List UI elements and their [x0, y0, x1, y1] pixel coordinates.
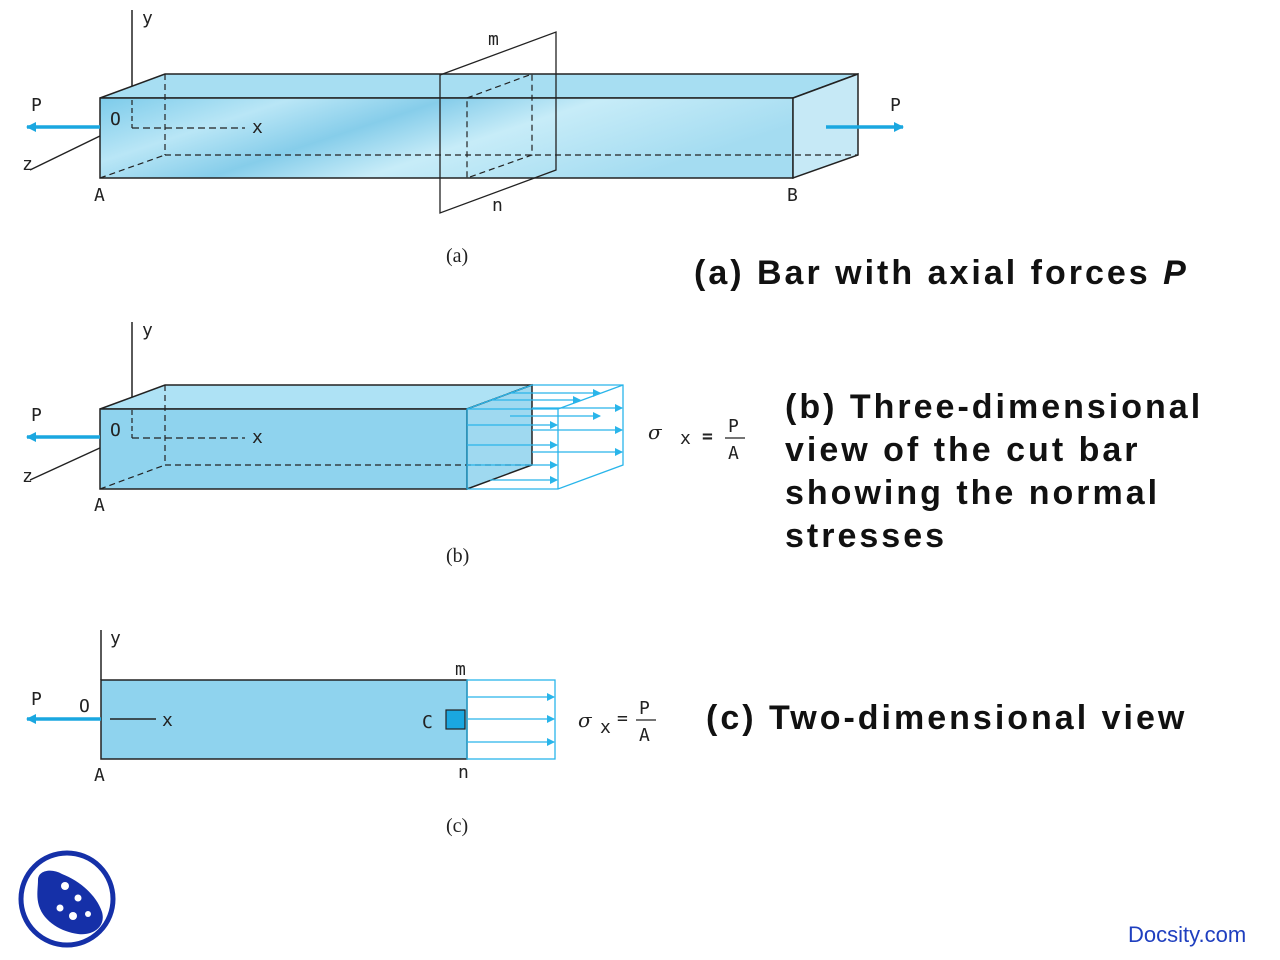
axis-y-label-c: y [110, 628, 121, 649]
description-a: (a) Bar with axial forces P [694, 252, 1189, 295]
panel-c: y O x P A m n C σ x = P A (c) [26, 628, 656, 837]
stress-block-b [466, 384, 624, 490]
axis-x-label-c: x [162, 710, 173, 731]
description-c: (c) Two-dimensional view [706, 699, 1188, 737]
plane-label-m-a: m [488, 29, 499, 50]
bar-top-face-a [99, 73, 859, 99]
description-a-italic: P [1163, 254, 1189, 292]
stress-numerator-b: P [728, 416, 739, 437]
caption-b: (b) [446, 545, 469, 567]
stress-subscript-c: x [600, 717, 611, 738]
bar-front-face-b [99, 408, 468, 490]
stress-symbol-c: σ [578, 708, 593, 732]
z-axis-b [29, 446, 103, 481]
origin-label-c: O [79, 696, 90, 717]
stress-arrows-c [467, 693, 555, 746]
stress-block-edge-b1 [557, 384, 624, 410]
force-label-right-a: P [890, 95, 901, 116]
stress-element-c [445, 709, 466, 730]
docsity-watermark[interactable]: Docsity.com [1128, 922, 1247, 947]
force-label-left-c: P [31, 689, 42, 710]
bar-front-face-a [99, 97, 794, 179]
stress-numerator-c: P [639, 698, 650, 719]
point-label-c: C [422, 712, 433, 733]
plane-label-n-c: n [458, 762, 469, 783]
description-b-line-3: showing the normal [785, 474, 1161, 512]
description-b-line-4: stresses [785, 517, 948, 555]
axis-z-label-a: z [22, 154, 33, 175]
stress-denominator-b: A [728, 443, 739, 464]
caption-c: (c) [446, 815, 468, 837]
stress-denominator-c: A [639, 725, 650, 746]
axis-x-label-b: x [252, 427, 263, 448]
plane-label-n-a: n [492, 195, 503, 216]
origin-label-b: O [110, 420, 121, 441]
end-label-a: A [94, 185, 105, 206]
plane-label-m-c: m [455, 659, 466, 680]
caption-a: (a) [446, 245, 468, 267]
stress-equals-b: = [702, 426, 713, 447]
force-label-left-a: P [31, 95, 42, 116]
end-label-b: B [787, 185, 798, 206]
stress-arrows-b [467, 389, 623, 484]
panel-a: y O x z P P A B m n (a) [22, 8, 904, 267]
force-label-left-b: P [31, 405, 42, 426]
panel-b: y O x z P A σ x = P A (b) [22, 320, 745, 567]
cut-section-a [466, 73, 533, 179]
stress-equals-c: = [617, 708, 628, 729]
axis-x-label-a: x [252, 117, 263, 138]
description-b-line-2: view of the cut bar [785, 431, 1141, 469]
end-label-a-b: A [94, 495, 105, 516]
description-b-line-1: (b) Three-dimensional [785, 388, 1204, 426]
docsity-logo-icon [18, 850, 116, 948]
stress-subscript-b: x [680, 428, 691, 449]
z-axis-a [29, 134, 103, 171]
bar-c [100, 679, 468, 760]
axis-y-label-a: y [142, 8, 153, 29]
hidden-edge-a3 [99, 154, 166, 179]
end-label-a-c: A [94, 765, 105, 786]
description-a-text: (a) Bar with axial forces [694, 254, 1164, 292]
description-b: (b) Three-dimensional view of the cut ba… [785, 386, 1203, 558]
origin-label-a: O [110, 109, 121, 130]
axis-y-label-b: y [142, 320, 153, 341]
cutting-plane-mn-a [439, 31, 557, 214]
axis-z-label-b: z [22, 466, 33, 487]
hidden-edge-b3 [99, 464, 166, 490]
stress-symbol-b: σ [648, 420, 663, 444]
